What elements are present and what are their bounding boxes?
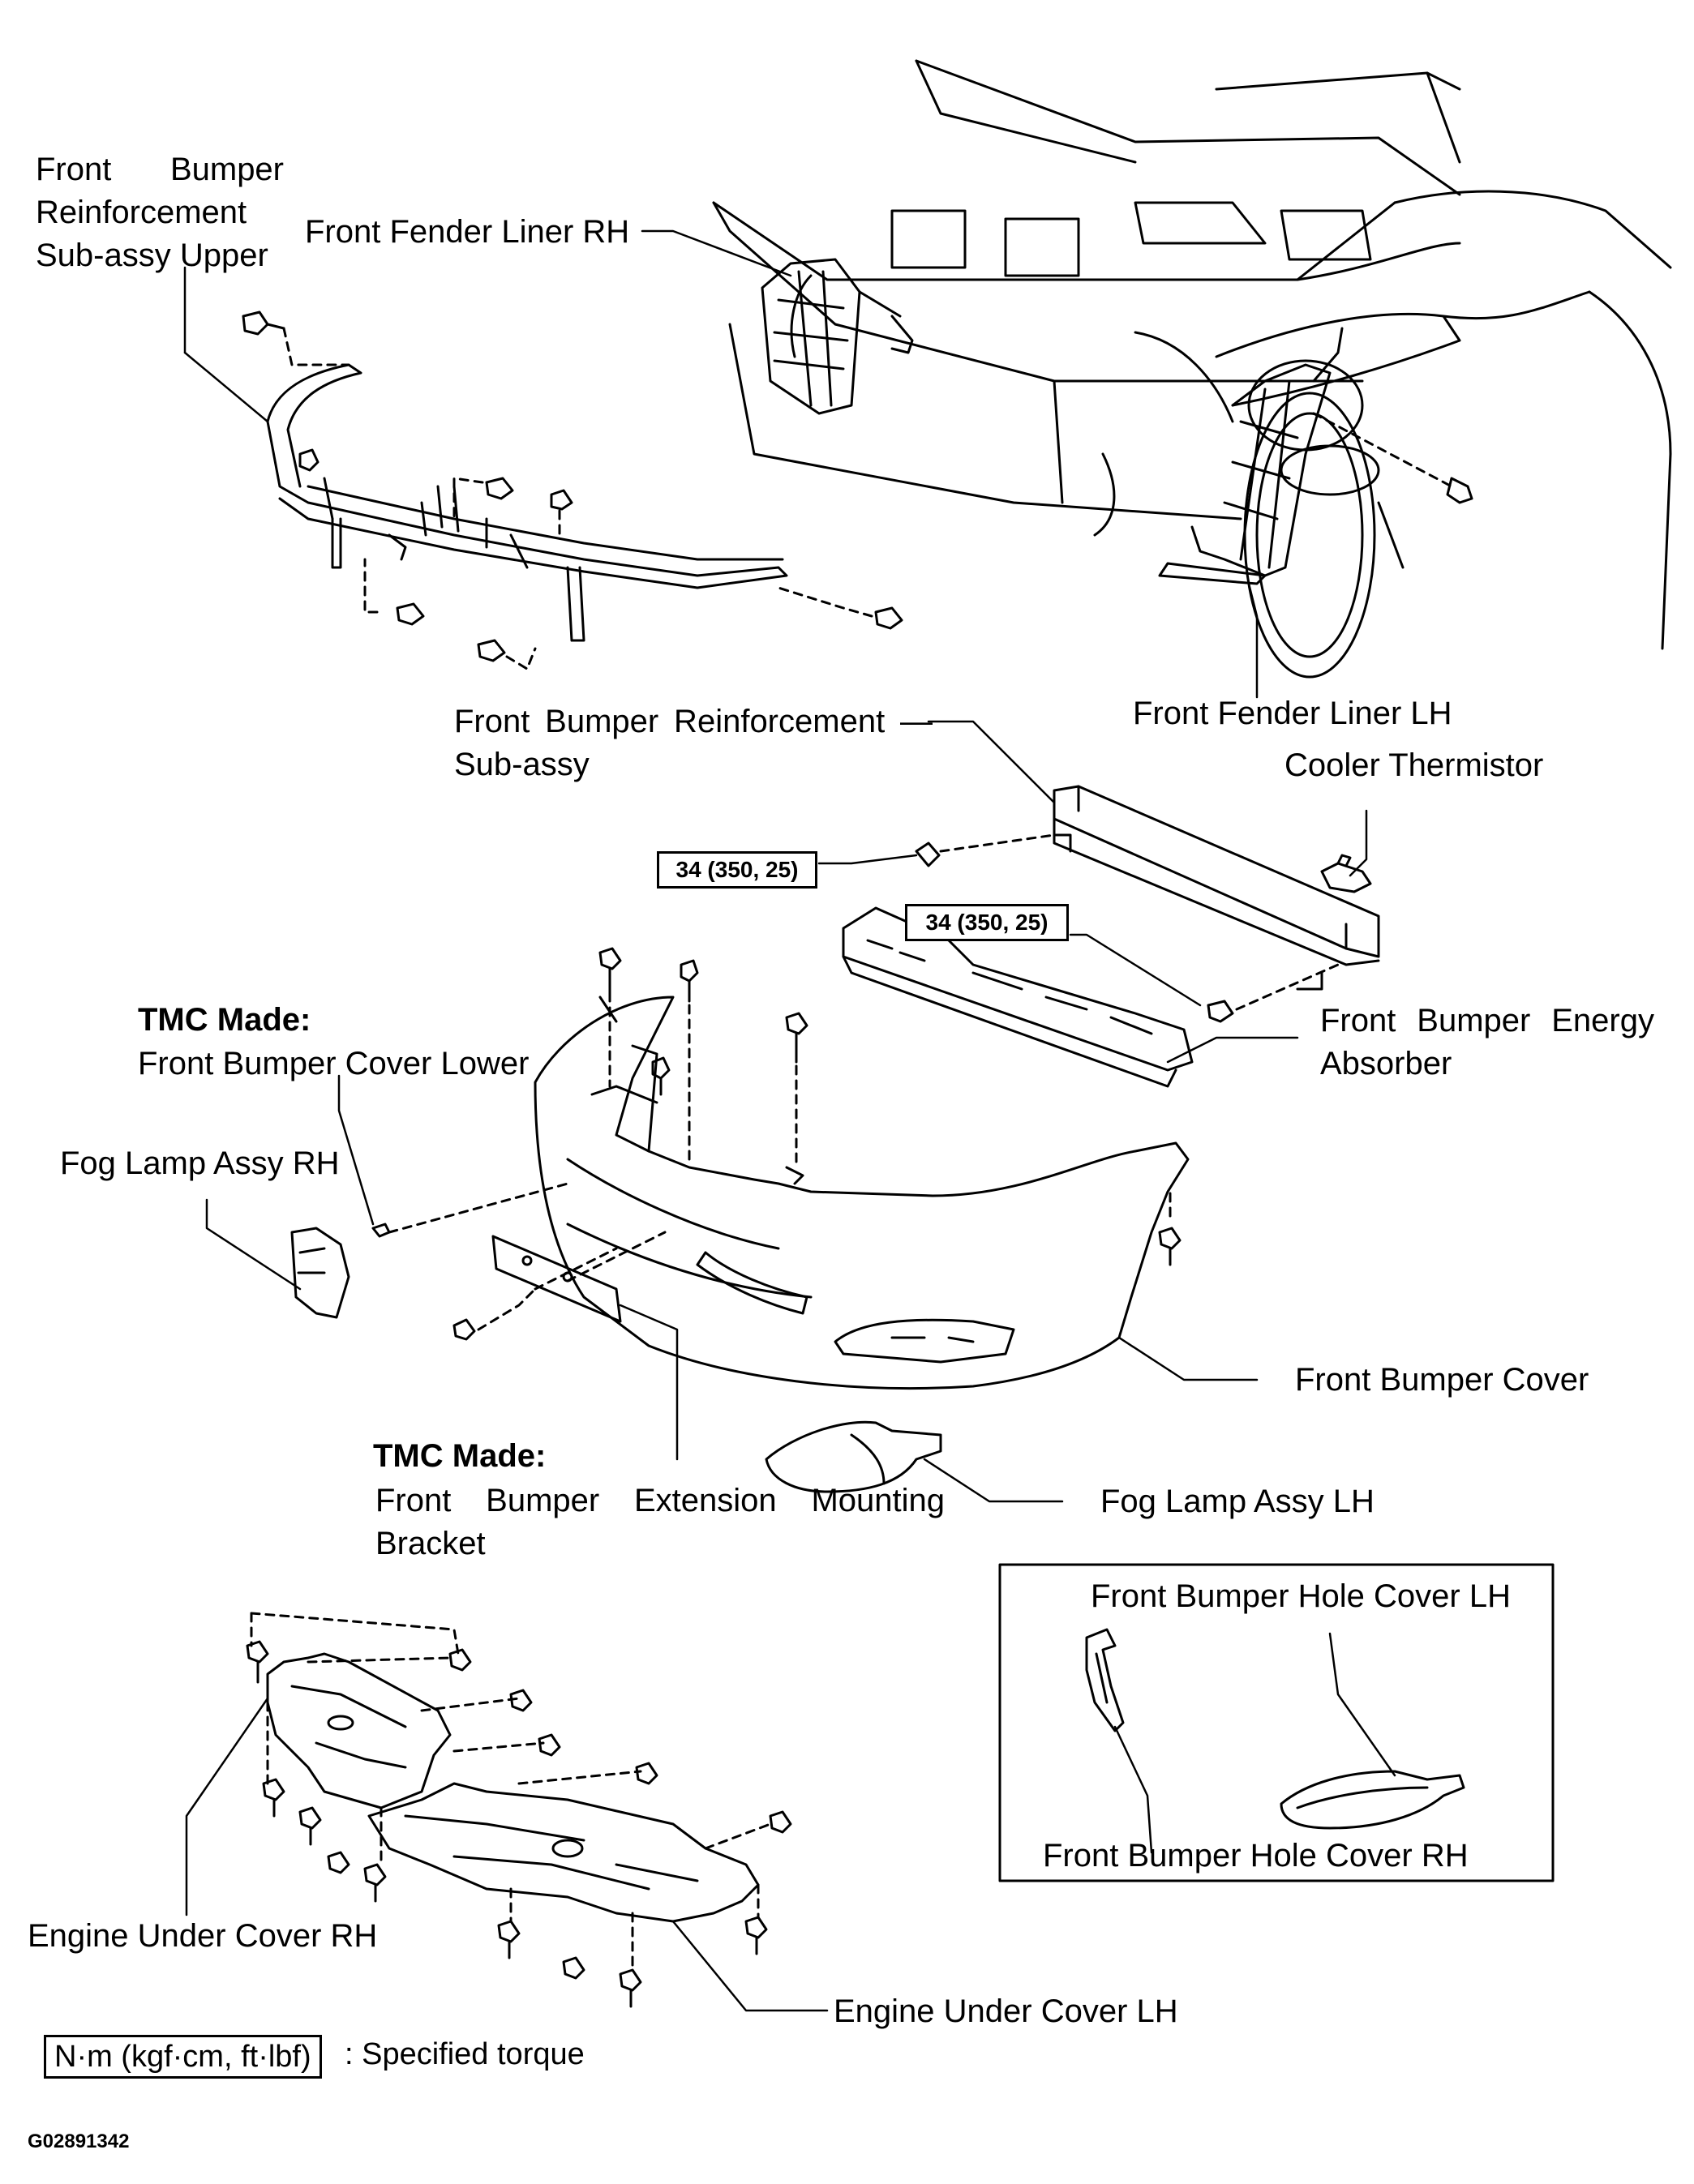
- label-fender-liner-lh: Front Fender Liner LH: [1133, 696, 1452, 731]
- label-hole-cover-lh: Front Bumper Hole Cover LH: [1091, 1578, 1511, 1614]
- label-bumper-cover-lower: Front Bumper Cover Lower: [138, 1046, 530, 1081]
- label-energy-absorber-line1: Front Bumper Energy: [1320, 1003, 1654, 1038]
- label-bumper-reinforcement-line2: Sub-assy: [454, 747, 590, 782]
- label-reinforcement-upper-line2: Reinforcement: [36, 195, 247, 230]
- label-cooler-thermistor: Cooler Thermistor: [1284, 747, 1544, 783]
- label-reinforcement-upper-line3: Sub-assy Upper: [36, 238, 268, 273]
- label-reinforcement-upper-line1: Front Bumper: [36, 152, 284, 187]
- vehicle-body-drawing: [714, 61, 1670, 677]
- label-bumper-reinforcement-line1: Front Bumper Reinforcement —: [454, 704, 933, 739]
- engine-under-cover-rh-drawing: [268, 1654, 450, 1808]
- reinforcement-upper-fasteners: [243, 312, 902, 669]
- label-engine-under-cover-rh: Engine Under Cover RH: [28, 1918, 378, 1954]
- label-hole-cover-rh: Front Bumper Hole Cover RH: [1043, 1838, 1469, 1874]
- reinforcement-upper-drawing: [268, 365, 787, 640]
- hole-cover-rh-drawing: [1281, 1771, 1464, 1828]
- bumper-reinforcement-drawing: [916, 786, 1379, 965]
- figure-code: G02891342: [28, 2130, 130, 2152]
- bumper-cover-lower-drawing: [373, 1184, 568, 1236]
- fender-liner-lh-drawing: [1160, 328, 1472, 584]
- bumper-cover-drawing: [535, 997, 1188, 1389]
- under-cover-fasteners: [247, 1613, 791, 2006]
- cooler-thermistor-drawing: [1322, 855, 1370, 892]
- torque-legend-box: N·m (kgf·cm, ft·lbf): [44, 2035, 322, 2079]
- fog-lamp-rh-drawing: [292, 1228, 349, 1317]
- engine-under-cover-lh-drawing: [369, 1784, 758, 1921]
- fog-lamp-lh-drawing: [766, 1422, 941, 1492]
- torque-spec-box-2: 34 (350, 25): [905, 904, 1069, 941]
- label-engine-under-cover-lh: Engine Under Cover LH: [834, 1993, 1178, 2029]
- label-tmc-made-2: TMC Made:: [373, 1438, 547, 1474]
- label-energy-absorber-line2: Absorber: [1320, 1046, 1452, 1081]
- label-extension-bracket-line1: Front Bumper Extension Mounting: [375, 1483, 945, 1518]
- fender-liner-rh-drawing: [762, 259, 912, 413]
- bumper-cover-fasteners: [600, 949, 1180, 1265]
- torque-spec-box-1: 34 (350, 25): [657, 851, 817, 889]
- torque-legend-text: : Specified torque: [345, 2037, 585, 2071]
- hole-cover-inset-box: [1000, 1565, 1553, 1881]
- label-bumper-cover: Front Bumper Cover: [1295, 1362, 1589, 1398]
- label-fender-liner-rh: Front Fender Liner RH: [305, 214, 630, 250]
- label-fog-lamp-lh: Fog Lamp Assy LH: [1100, 1484, 1374, 1519]
- label-extension-bracket-line2: Bracket: [375, 1526, 486, 1561]
- label-fog-lamp-rh: Fog Lamp Assy RH: [60, 1146, 340, 1181]
- label-tmc-made-1: TMC Made:: [138, 1002, 311, 1038]
- hole-cover-lh-drawing: [1087, 1629, 1123, 1731]
- extension-bracket-drawing: [454, 1232, 665, 1339]
- leader-lines: [185, 231, 1395, 2011]
